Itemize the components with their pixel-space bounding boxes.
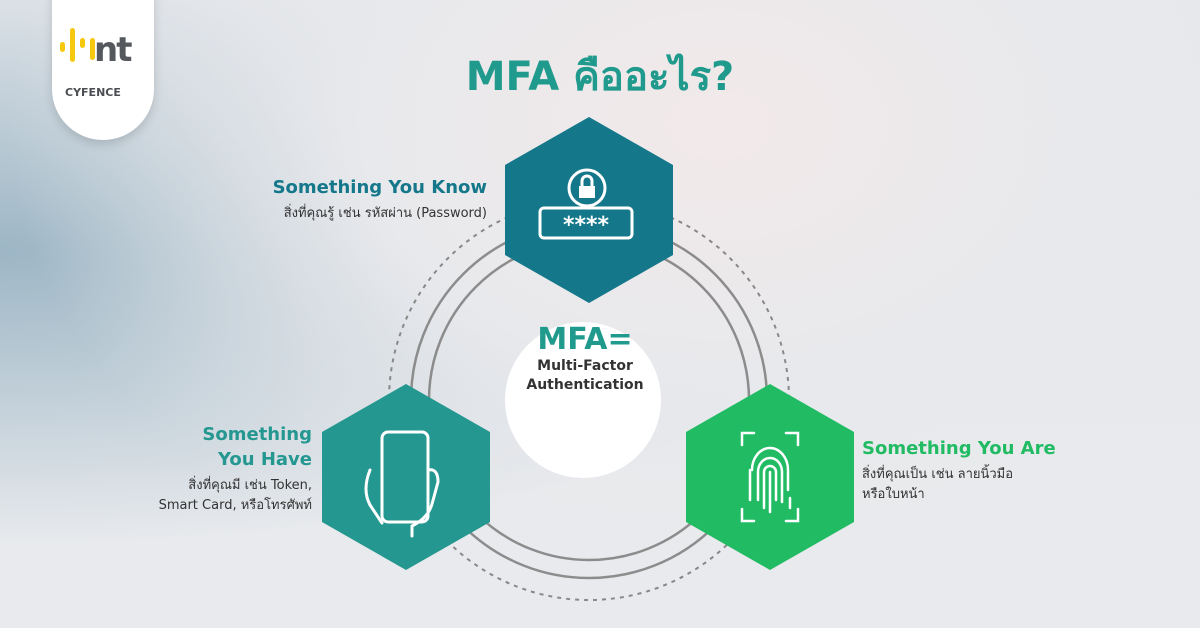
are-desc-2: หรือใบหน้า	[862, 487, 925, 502]
fingerprint-icon	[740, 431, 800, 523]
smartphone-hand-icon	[364, 430, 440, 538]
have-desc-2: Smart Card, หรือโทรศัพท์	[158, 498, 312, 513]
hexagon-know	[505, 117, 673, 303]
center-circle	[505, 322, 661, 478]
logo-brand: nt	[94, 30, 132, 70]
have-title-1: Something	[202, 424, 312, 445]
have-desc-1: สิ่งที่คุณมี เช่น Token,	[188, 478, 312, 493]
page-title: MFA คืออะไร?	[465, 54, 735, 100]
center-line1: Multi-Factor	[537, 358, 633, 374]
svg-text:****: ****	[563, 213, 610, 238]
center-line2: Authentication	[526, 377, 644, 393]
are-title: Something You Are	[862, 438, 1056, 459]
know-title: Something You Know	[272, 177, 487, 198]
mfa-definition: MFA= Multi-Factor Authentication	[510, 322, 660, 395]
logo-subtitle: CYFENCE	[65, 86, 121, 99]
hexagon-have	[322, 384, 490, 570]
are-desc-1: สิ่งที่คุณเป็น เช่น ลายนิ้วมือ	[862, 467, 1014, 482]
lock-password-icon: ****	[538, 168, 634, 240]
know-desc: สิ่งที่คุณรู้ เช่น รหัสผ่าน (Password)	[283, 206, 487, 221]
have-title-2: You Have	[218, 449, 312, 470]
center-heading: MFA=	[537, 322, 633, 357]
nt-cyfence-logo: nt CYFENCE	[52, 0, 154, 140]
